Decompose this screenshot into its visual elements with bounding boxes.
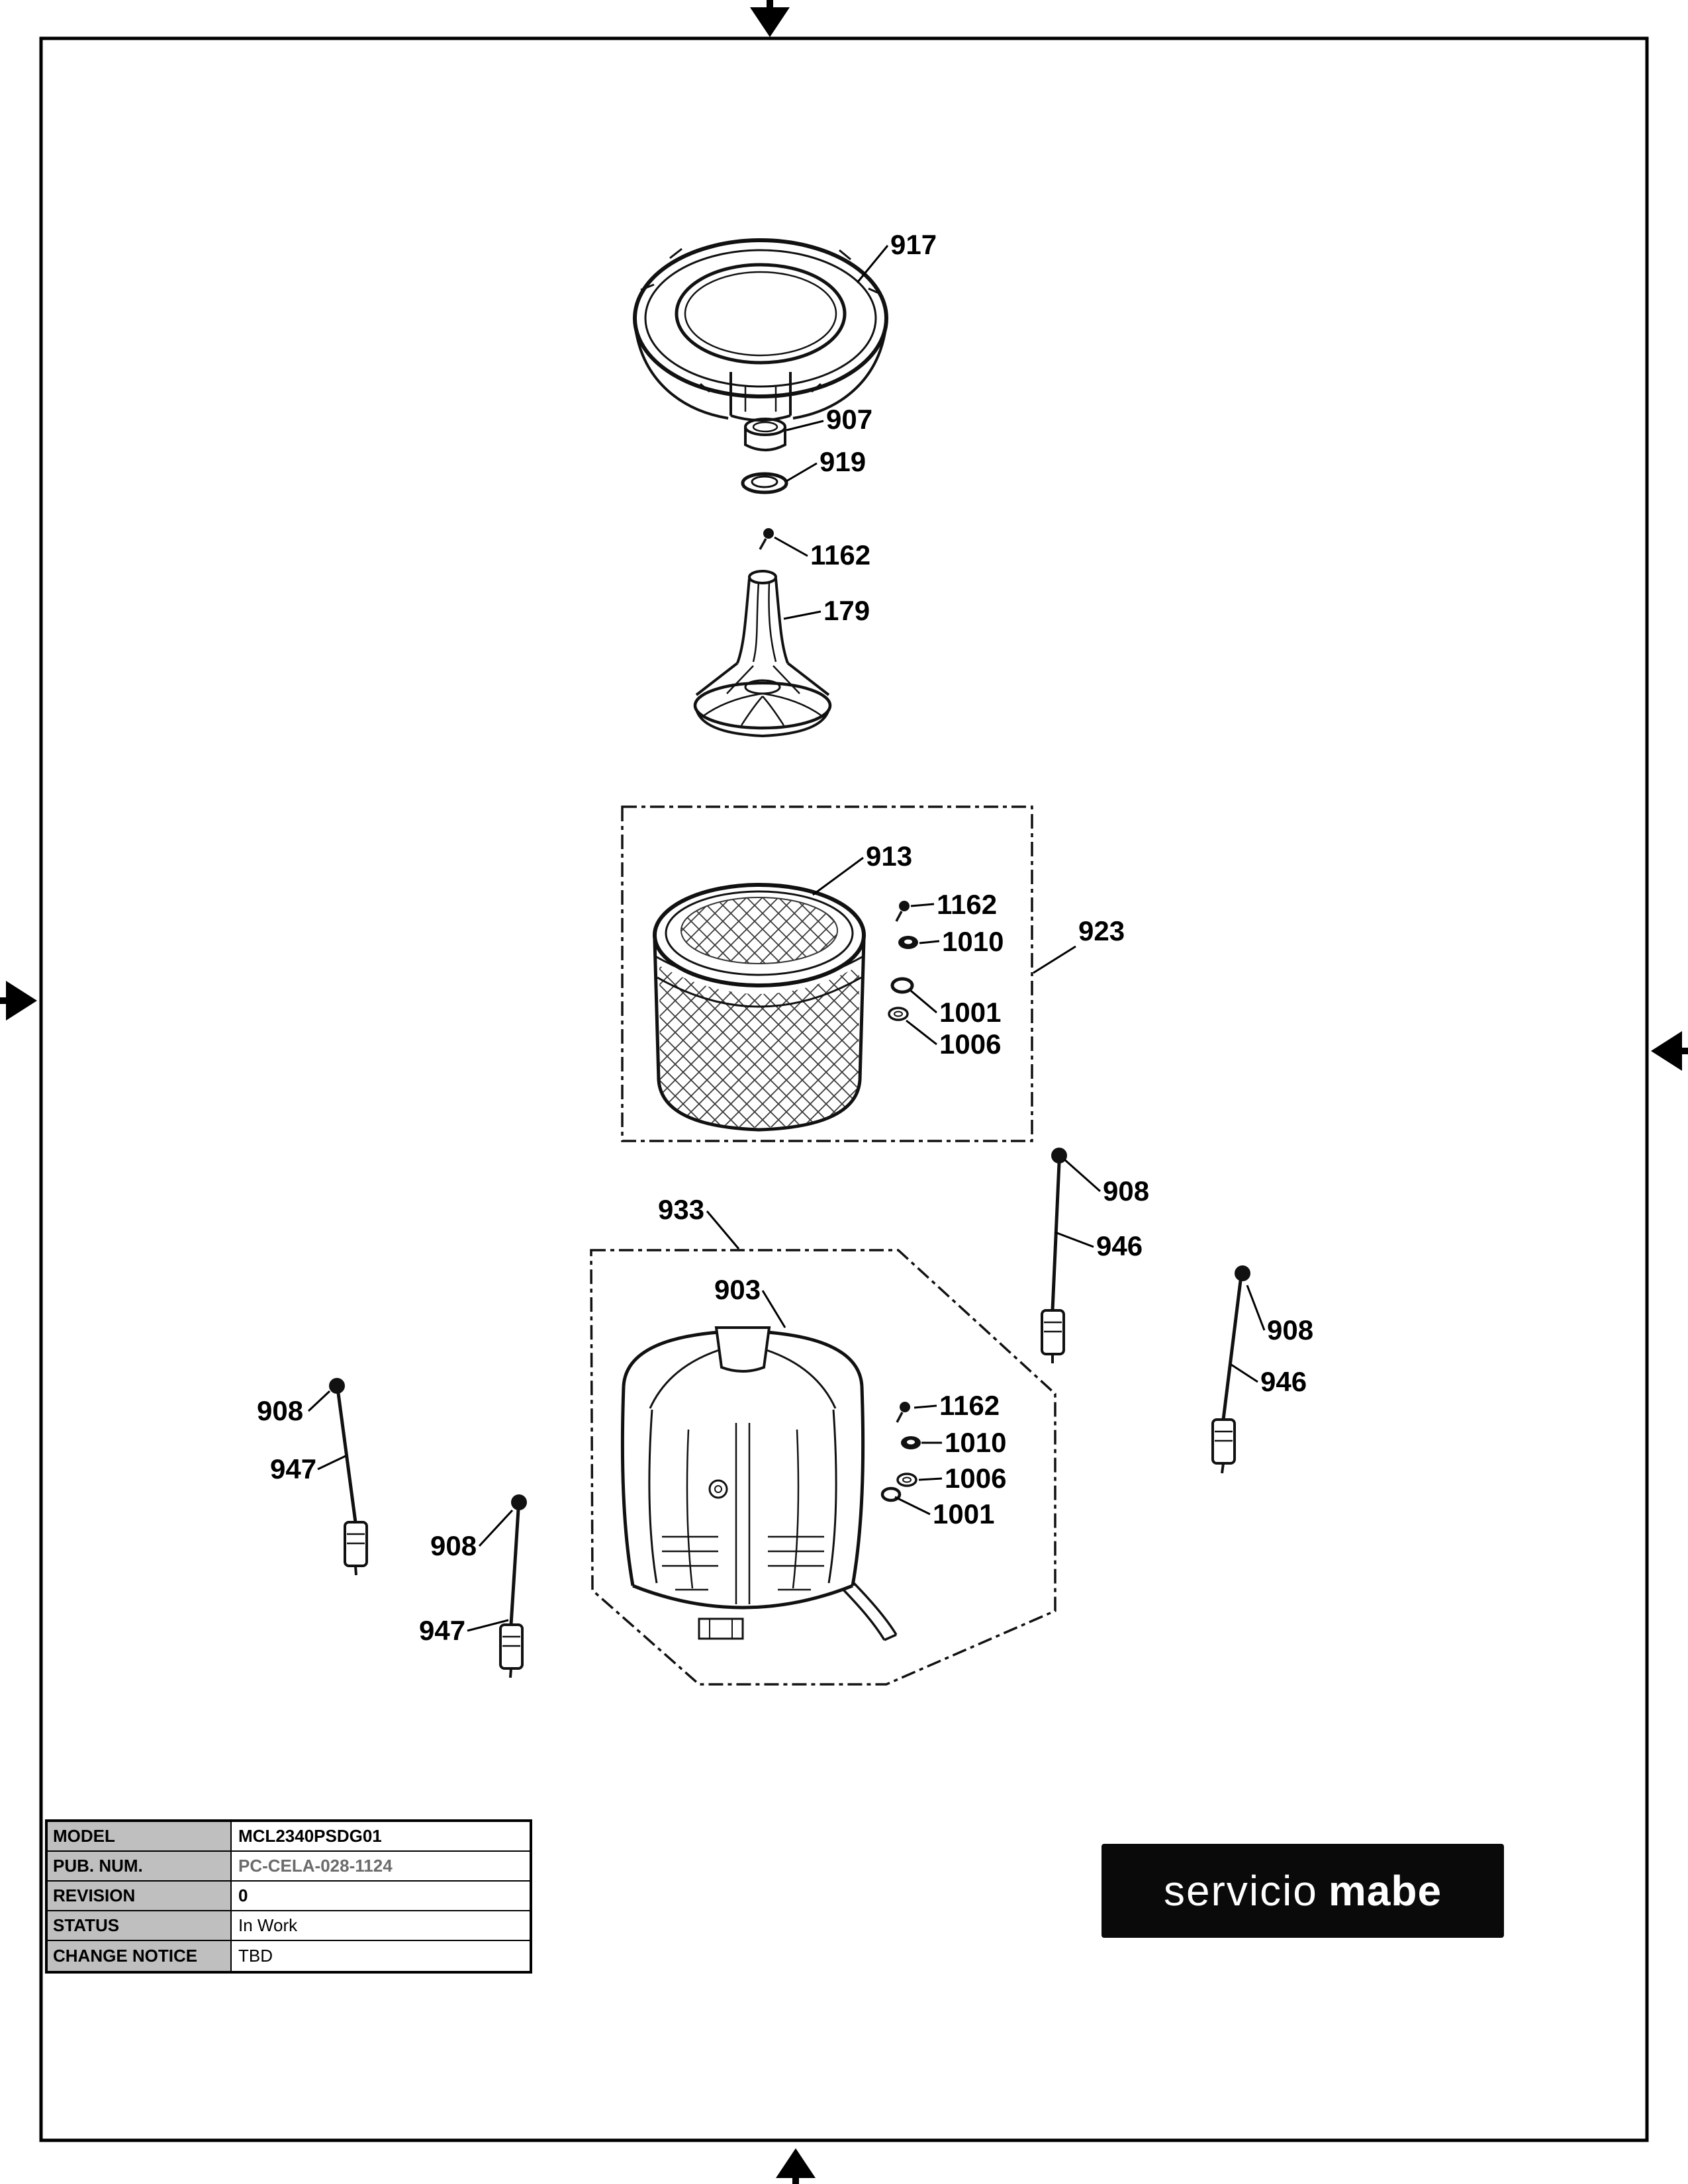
callout-1006-b: 1006	[939, 1028, 1001, 1060]
part-179-agitator	[693, 570, 832, 738]
table-label-change-notice: CHANGE NOTICE	[48, 1941, 232, 1971]
part-903-outer-tub	[620, 1326, 898, 1641]
callout-913: 913	[866, 841, 912, 872]
table-label-model: MODEL	[48, 1822, 232, 1850]
table-value-model: MCL2340PSDG01	[238, 1826, 382, 1846]
info-table: MODEL MCL2340PSDG01 PUB. NUM. PC-CELA-02…	[45, 1819, 532, 1974]
part-1001-ring-c	[880, 1486, 902, 1502]
callout-908-mid: 908	[430, 1530, 477, 1561]
callout-947-left: 947	[270, 1453, 316, 1484]
callout-933: 933	[658, 1194, 704, 1225]
callout-1162-b: 1162	[937, 889, 997, 920]
part-1006-ring-c	[896, 1473, 917, 1487]
table-row: PUB. NUM. PC-CELA-028-1124	[48, 1852, 530, 1882]
callout-907: 907	[826, 404, 872, 435]
table-label-pub-num: PUB. NUM.	[48, 1852, 232, 1880]
page-border	[39, 36, 1649, 2142]
part-919-seal	[741, 472, 788, 494]
part-946-rod-upper-right	[1041, 1148, 1067, 1363]
callout-923: 923	[1078, 915, 1125, 946]
table-row: REVISION 0	[48, 1882, 530, 1911]
table-row: MODEL MCL2340PSDG01	[48, 1822, 530, 1852]
callout-947-mid: 947	[419, 1615, 465, 1646]
group-933-boundary	[590, 1249, 1056, 1686]
table-label-revision: REVISION	[48, 1882, 232, 1910]
table-row: STATUS In Work	[48, 1911, 530, 1941]
callout-946-far-right: 946	[1260, 1366, 1307, 1397]
callout-919: 919	[820, 446, 866, 477]
part-1162-screw-b	[895, 901, 910, 922]
part-947-rod-left	[329, 1378, 368, 1576]
table-row: CHANGE NOTICE TBD	[48, 1941, 530, 1971]
group-923-boundary	[621, 805, 1033, 1142]
table-value-revision: 0	[238, 1886, 248, 1905]
logo-word-mabe: mabe	[1328, 1867, 1442, 1915]
part-1010-grommet-b	[898, 936, 918, 949]
callout-1010-b: 1010	[942, 926, 1004, 957]
part-917-tub-cover	[633, 238, 888, 422]
registration-arrow-right	[1651, 1031, 1688, 1071]
logo-word-servicio: servicio	[1163, 1867, 1318, 1915]
registration-arrow-top	[750, 0, 790, 37]
callout-903: 903	[714, 1274, 761, 1305]
part-907-bushing	[744, 418, 786, 451]
part-946-rod-far-right	[1211, 1265, 1250, 1474]
table-value-status: In Work	[238, 1915, 298, 1935]
callout-1006-c: 1006	[945, 1463, 1006, 1494]
leader-lines	[307, 245, 1266, 1632]
callout-908-left: 908	[257, 1395, 303, 1426]
callout-1001-c: 1001	[933, 1498, 994, 1529]
part-1006-ring-b	[888, 1007, 909, 1021]
callout-1001-b: 1001	[939, 997, 1001, 1028]
registration-arrow-bottom	[776, 2148, 816, 2184]
callout-1010-c: 1010	[945, 1427, 1006, 1458]
mabe-logo: servicio mabe	[1102, 1844, 1504, 1938]
registration-arrow-left	[0, 981, 37, 1021]
callout-917: 917	[890, 229, 937, 260]
callout-179: 179	[823, 595, 870, 626]
part-1162-screw-c	[896, 1402, 910, 1423]
part-913-basket	[653, 883, 866, 1132]
part-1162-screw-a	[759, 528, 774, 550]
callout-1162-a: 1162	[810, 539, 870, 570]
callout-1162-c: 1162	[939, 1390, 1000, 1421]
table-value-change-notice: TBD	[238, 1946, 273, 1966]
callout-946-upper-right: 946	[1096, 1230, 1143, 1261]
table-value-pub-num: PC-CELA-028-1124	[238, 1856, 393, 1876]
part-947-rod-mid	[499, 1494, 527, 1678]
part-1001-ring-b	[890, 977, 914, 994]
part-1010-grommet-c	[901, 1436, 921, 1449]
callout-908-upper-right: 908	[1103, 1175, 1149, 1206]
callout-908-far-right: 908	[1267, 1314, 1313, 1345]
table-label-status: STATUS	[48, 1911, 232, 1940]
